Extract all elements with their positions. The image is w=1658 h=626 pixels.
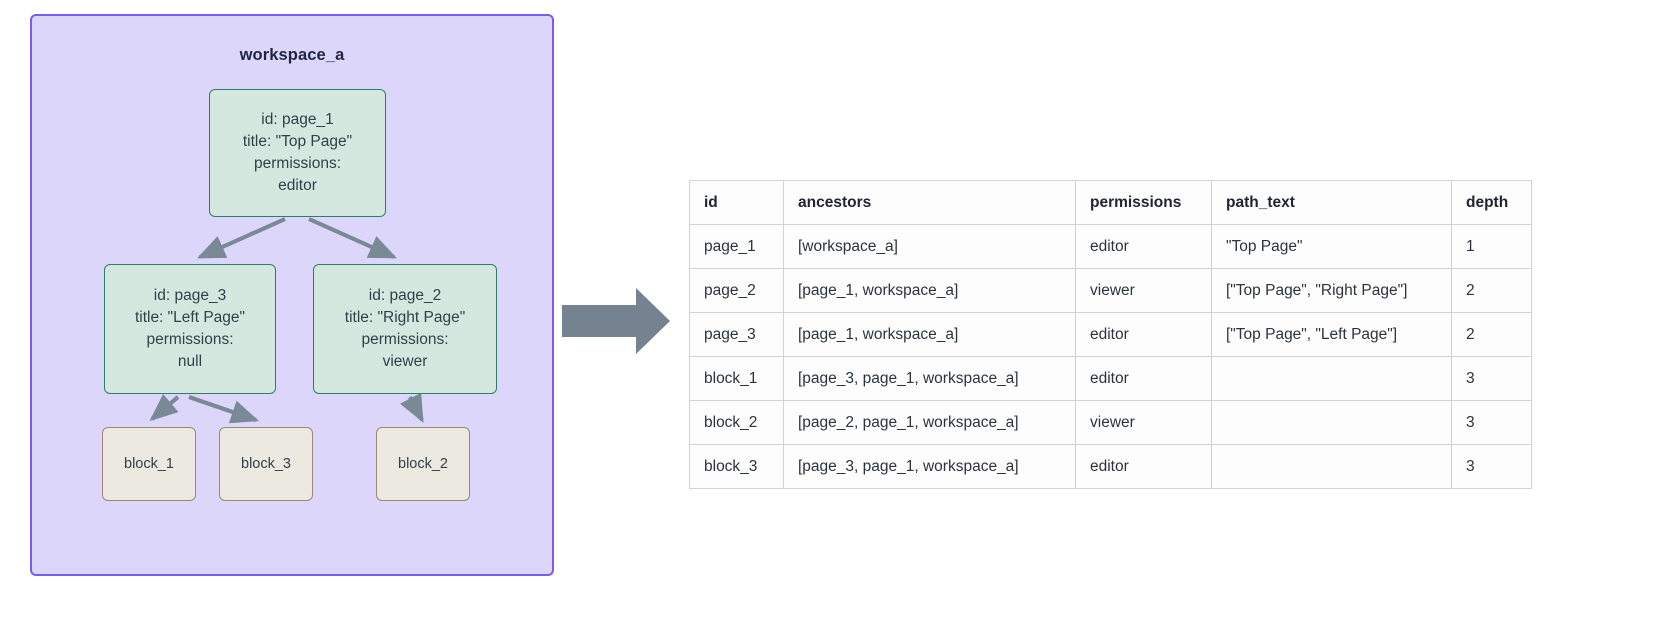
cell-id: page_2: [689, 268, 784, 313]
transform-arrow-icon: [562, 288, 670, 354]
cell-path_text: "Top Page": [1211, 224, 1452, 269]
cell-path_text: [1211, 444, 1452, 489]
cell-id: block_2: [689, 400, 784, 445]
graph-node-block_1[interactable]: block_1: [102, 427, 196, 501]
cell-id: page_3: [689, 312, 784, 357]
cell-depth: 2: [1451, 268, 1532, 313]
cell-ancestors: [page_2, page_1, workspace_a]: [783, 400, 1076, 445]
column-header-id[interactable]: id: [689, 180, 784, 225]
column-header-ancestors[interactable]: ancestors: [783, 180, 1076, 225]
edge-page_2-block_2: [400, 392, 424, 423]
node-line: id: page_2: [368, 287, 442, 304]
cell-ancestors: [page_1, workspace_a]: [783, 312, 1076, 357]
graph-node-block_2[interactable]: block_2: [376, 427, 470, 501]
table-row[interactable]: page_1 [workspace_a] editor "Top Page" 1: [689, 224, 1532, 269]
graph-node-block_3[interactable]: block_3: [219, 427, 313, 501]
node-line: block_3: [241, 455, 291, 472]
graph-node-page_3[interactable]: id: page_3 title: "Left Page" permission…: [104, 264, 276, 394]
node-line: null: [177, 353, 203, 370]
cell-path_text: ["Top Page", "Left Page"]: [1211, 312, 1452, 357]
cell-depth: 3: [1451, 444, 1532, 489]
table-row[interactable]: page_3 [page_1, workspace_a] editor ["To…: [689, 312, 1532, 357]
column-header-permissions[interactable]: permissions: [1075, 180, 1212, 225]
cell-permissions: editor: [1075, 444, 1212, 489]
node-line: title: "Left Page": [134, 309, 246, 326]
table-row[interactable]: block_3 [page_3, page_1, workspace_a] ed…: [689, 444, 1532, 489]
workspace-container: workspace_a id: page_1 title: "Top Page"…: [30, 14, 554, 576]
workspace-title: workspace_a: [239, 46, 345, 64]
node-line: editor: [278, 177, 317, 194]
cell-id: block_1: [689, 356, 784, 401]
cell-depth: 2: [1451, 312, 1532, 357]
edge-page_1-page_3: [197, 217, 286, 259]
node-line: title: "Top Page": [242, 133, 353, 150]
graph-node-page_2[interactable]: id: page_2 title: "Right Page" permissio…: [313, 264, 497, 394]
cell-ancestors: [workspace_a]: [783, 224, 1076, 269]
table-row[interactable]: page_2 [page_1, workspace_a] viewer ["To…: [689, 268, 1532, 313]
cell-ancestors: [page_3, page_1, workspace_a]: [783, 356, 1076, 401]
cell-permissions: viewer: [1075, 400, 1212, 445]
cell-permissions: editor: [1075, 312, 1212, 357]
column-header-path_text[interactable]: path_text: [1211, 180, 1452, 225]
cell-ancestors: [page_1, workspace_a]: [783, 268, 1076, 313]
edge-page_3-block_1: [149, 394, 180, 422]
cell-ancestors: [page_3, page_1, workspace_a]: [783, 444, 1076, 489]
edge-page_3-block_3: [188, 395, 260, 424]
cell-permissions: editor: [1075, 356, 1212, 401]
result-table: id ancestors permissions path_text depth…: [689, 180, 1532, 489]
cell-id: block_3: [689, 444, 784, 489]
node-line: block_2: [398, 455, 448, 472]
cell-depth: 3: [1451, 400, 1532, 445]
cell-path_text: [1211, 400, 1452, 445]
node-line: block_1: [124, 455, 174, 472]
node-line: permissions:: [254, 155, 341, 172]
cell-depth: 1: [1451, 224, 1532, 269]
cell-path_text: [1211, 356, 1452, 401]
node-line: id: page_3: [153, 287, 227, 304]
cell-id: page_1: [689, 224, 784, 269]
cell-path_text: ["Top Page", "Right Page"]: [1211, 268, 1452, 313]
column-header-depth[interactable]: depth: [1451, 180, 1532, 225]
node-line: permissions:: [146, 331, 234, 348]
cell-depth: 3: [1451, 356, 1532, 401]
edge-page_1-page_2: [308, 217, 397, 259]
cell-permissions: viewer: [1075, 268, 1212, 313]
node-line: permissions:: [361, 331, 449, 348]
cell-permissions: editor: [1075, 224, 1212, 269]
node-line: viewer: [382, 353, 428, 370]
table-header-row: id ancestors permissions path_text depth: [689, 180, 1532, 225]
result-table-container: id ancestors permissions path_text depth…: [689, 180, 1532, 489]
graph-node-page_1[interactable]: id: page_1 title: "Top Page" permissions…: [209, 89, 386, 217]
table-row[interactable]: block_1 [page_3, page_1, workspace_a] ed…: [689, 356, 1532, 401]
node-line: title: "Right Page": [344, 309, 466, 326]
table-row[interactable]: block_2 [page_2, page_1, workspace_a] vi…: [689, 400, 1532, 445]
node-line: id: page_1: [261, 111, 334, 128]
